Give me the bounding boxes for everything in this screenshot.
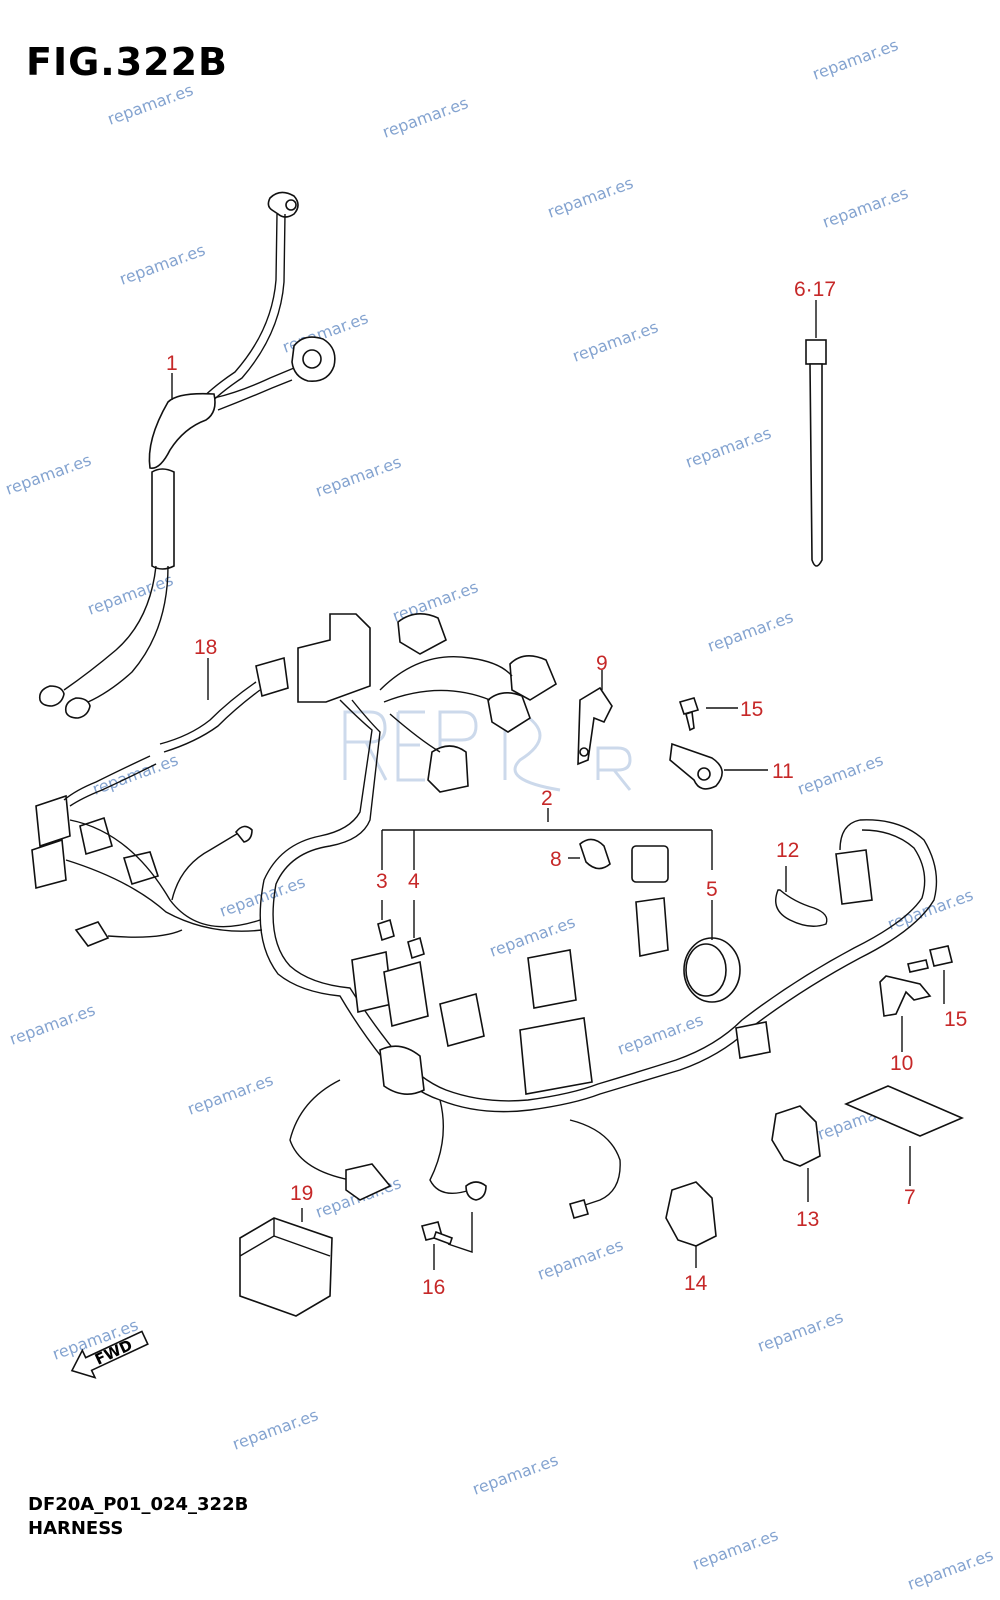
right-connector [835, 849, 873, 905]
part-15-bolt-right [907, 945, 953, 973]
part-3-fuse [377, 918, 395, 942]
callout-13: 13 [796, 1208, 819, 1231]
part-13-clamp [771, 1105, 821, 1167]
callout-labels: 1 2 3 4 5 6·17 7 8 9 10 11 12 13 14 15 1… [166, 278, 967, 1299]
watermark-22: repamar.es [615, 1010, 706, 1059]
callout-14: 14 [684, 1272, 708, 1295]
part-12-tie-band [775, 889, 828, 927]
callout-15-right: 15 [944, 1008, 967, 1031]
callout-3: 3 [376, 870, 388, 893]
left-connectors [31, 794, 263, 947]
repamar-logo [343, 710, 632, 792]
relay-block [351, 949, 593, 1095]
part-1-battery-cable [38, 191, 336, 719]
callout-5: 5 [706, 878, 718, 901]
watermark-11: repamar.es [683, 423, 774, 472]
watermark-8: repamar.es [570, 317, 661, 366]
watermark-27: repamar.es [755, 1307, 846, 1356]
watermark-14: repamar.es [705, 607, 796, 656]
part-7-sheet [843, 1085, 965, 1137]
watermark-16: repamar.es [795, 750, 886, 799]
watermark-6: repamar.es [117, 240, 208, 289]
figure-code: DF20A_P01_024_322B [28, 1494, 249, 1515]
callout-12: 12 [776, 839, 799, 862]
callout-18: 18 [194, 636, 217, 659]
callout-15-upper: 15 [740, 698, 763, 721]
watermark-1: repamar.es [105, 80, 196, 129]
part-10-bracket [879, 975, 932, 1017]
callout-9: 9 [596, 652, 608, 675]
watermark-17: repamar.es [217, 872, 308, 921]
part-11-clamp [669, 742, 723, 790]
part-5-buzzer [635, 897, 771, 1059]
callout-4: 4 [408, 870, 420, 893]
watermark-31: repamar.es [905, 1545, 996, 1594]
part-6-17-cable-tie [805, 339, 827, 567]
callout-11: 11 [772, 760, 794, 783]
part-4-fuse [407, 936, 425, 960]
part-2-main-harness [259, 613, 938, 1219]
callout-8: 8 [550, 848, 562, 871]
watermark-layer: repamar.es repamar.es repamar.es repamar… [3, 35, 996, 1594]
callout-19: 19 [290, 1182, 313, 1205]
watermark-20: repamar.es [7, 1000, 98, 1049]
watermark-29: repamar.es [470, 1450, 561, 1499]
watermark-10: repamar.es [313, 452, 404, 501]
callout-6-17: 6·17 [794, 278, 836, 301]
part-9-bracket [577, 686, 613, 766]
part-18-extension-harness [63, 656, 289, 807]
part-8-cap [579, 838, 669, 883]
callout-1: 1 [166, 352, 178, 375]
watermark-28: repamar.es [230, 1405, 321, 1454]
part-19-box [239, 1217, 333, 1317]
leader-lines [171, 300, 945, 1270]
part-16-bolt [421, 1221, 454, 1246]
watermark-19: repamar.es [885, 885, 976, 934]
watermark-3: repamar.es [810, 35, 901, 84]
watermark-5: repamar.es [820, 183, 911, 232]
callout-10: 10 [890, 1052, 913, 1075]
watermark-30: repamar.es [690, 1525, 781, 1574]
part-14-clamp [665, 1181, 717, 1247]
part-15-bolt-upper [678, 697, 700, 732]
figure-name: HARNESS [28, 1518, 124, 1539]
callout-16: 16 [422, 1276, 445, 1299]
watermark-25: repamar.es [535, 1235, 626, 1284]
watermark-4: repamar.es [545, 173, 636, 222]
figure-title: FIG.322B [26, 40, 229, 84]
watermark-9: repamar.es [3, 450, 94, 499]
callout-7: 7 [904, 1186, 916, 1209]
watermark-2: repamar.es [380, 93, 471, 142]
watermark-21: repamar.es [185, 1070, 276, 1119]
callout-2: 2 [541, 787, 553, 810]
